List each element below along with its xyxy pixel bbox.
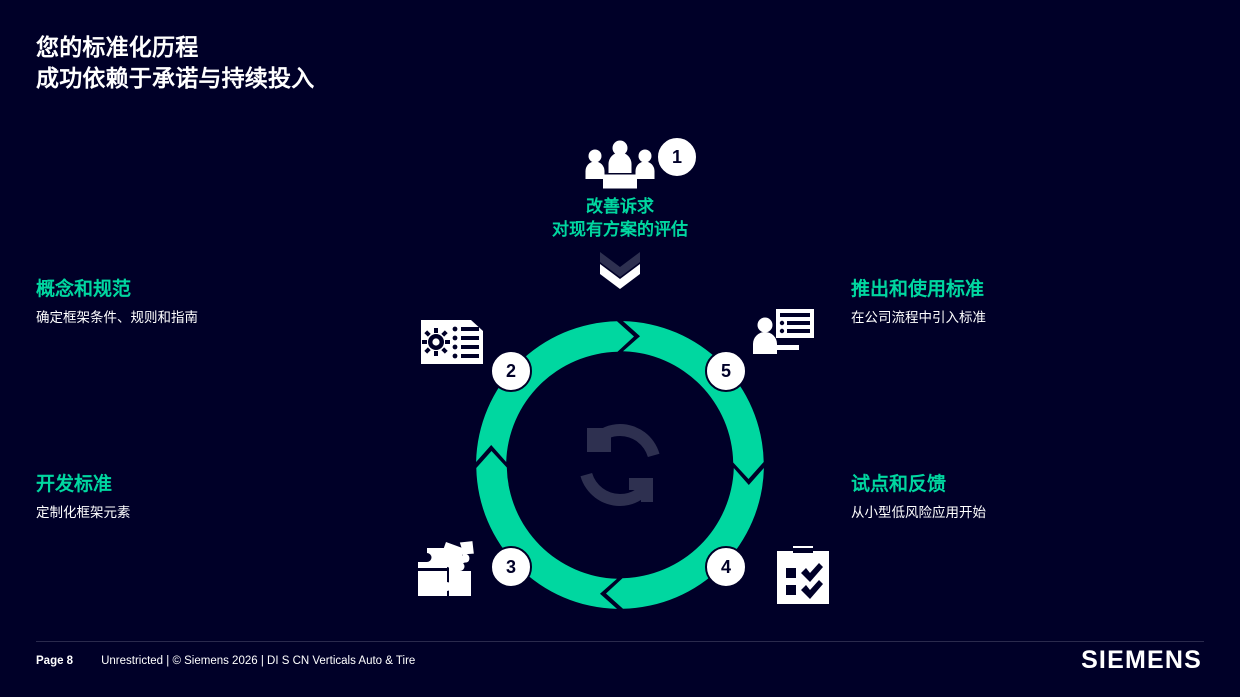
step-subtext-4: 从小型低风险应用开始 (851, 504, 986, 520)
step-subtext-3: 定制化框架元素 (36, 504, 131, 520)
step-badge-3[interactable]: 3 (490, 546, 532, 588)
footer: Page 8 Unrestricted | © Siemens 2026 | D… (36, 655, 415, 667)
presenter-board-icon (753, 309, 814, 354)
step-heading-3: 开发标准 (36, 474, 113, 495)
step-1-caption-line-2: 对现有方案的评估 (552, 219, 688, 239)
page-number: Page 8 (36, 655, 74, 667)
footer-metadata: Unrestricted | © Siemens 2026 | DI S CN … (101, 655, 416, 667)
title-line-1: 您的标准化历程 (36, 34, 199, 60)
step-subtext-5: 在公司流程中引入标准 (851, 309, 986, 325)
title-line-2: 成功依赖于承诺与持续投入 (36, 65, 315, 92)
cycle-diagram: 2 3 4 5 (455, 300, 785, 630)
clipboard-checklist-icon (777, 546, 829, 604)
step-heading-4: 试点和反馈 (851, 474, 947, 495)
step-heading-2: 概念和规范 (36, 279, 132, 300)
step-label-5: 推出和使用标准 在公司流程中引入标准 (851, 278, 986, 326)
step-1-caption-line-1: 改善诉求 (586, 197, 654, 216)
step-1-group: 1 改善诉求 对现有方案的评估 (460, 136, 780, 290)
footer-divider (36, 641, 1204, 642)
document-gear-list-icon (421, 320, 483, 364)
step-1-icon-row: 1 (460, 136, 780, 190)
step-subtext-2: 确定框架条件、规则和指南 (36, 309, 198, 325)
step-heading-5: 推出和使用标准 (851, 279, 985, 300)
step-1-caption: 改善诉求 对现有方案的评估 (460, 196, 780, 242)
step-label-4: 试点和反馈 从小型低风险应用开始 (851, 473, 986, 521)
step-label-2: 概念和规范 确定框架条件、规则和指南 (36, 278, 198, 326)
step-label-3: 开发标准 定制化框架元素 (36, 473, 131, 521)
people-meeting-icon (585, 140, 655, 189)
step-badge-4[interactable]: 4 (705, 546, 747, 588)
step-badge-5[interactable]: 5 (705, 350, 747, 392)
step-badge-1[interactable]: 1 (656, 136, 698, 178)
siemens-logo: SIEMENS (1081, 646, 1202, 674)
double-chevron-down-icon (460, 250, 780, 290)
page-title: 您的标准化历程 成功依赖于承诺与持续投入 (36, 32, 314, 94)
puzzle-pieces-icon (418, 541, 474, 596)
refresh-loop-icon (580, 423, 660, 507)
step-badge-2[interactable]: 2 (490, 350, 532, 392)
